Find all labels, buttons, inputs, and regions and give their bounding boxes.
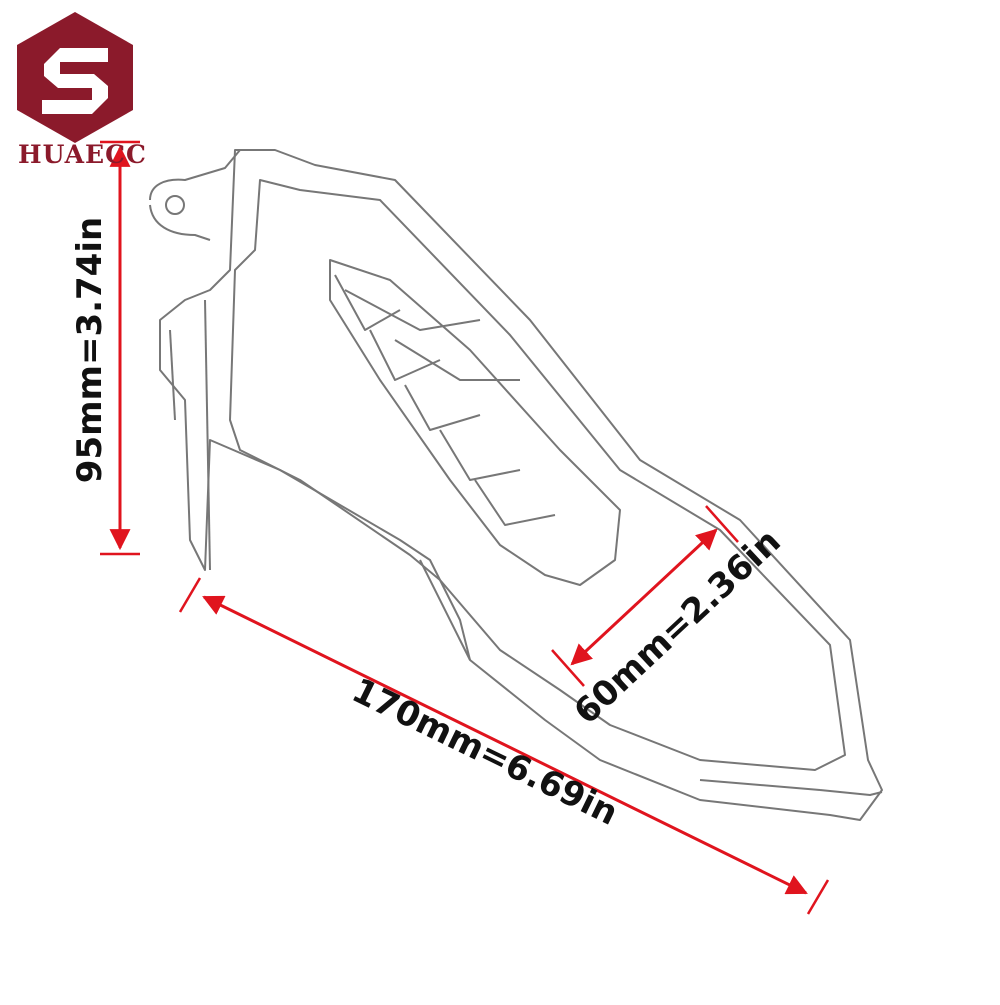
tail-light-sketch: [149, 149, 883, 821]
brand-name: HUAECC: [18, 140, 147, 169]
width-dimension-label: 60mm=2.36in: [566, 521, 788, 732]
height-dimension: 95mm=3.74in: [70, 140, 140, 556]
width-dimension: 60mm=2.36in: [551, 505, 789, 732]
length-dimension: 170mm=6.69in: [178, 577, 830, 915]
brand-logo-icon: [17, 12, 133, 143]
height-dimension-label: 95mm=3.74in: [70, 217, 110, 483]
